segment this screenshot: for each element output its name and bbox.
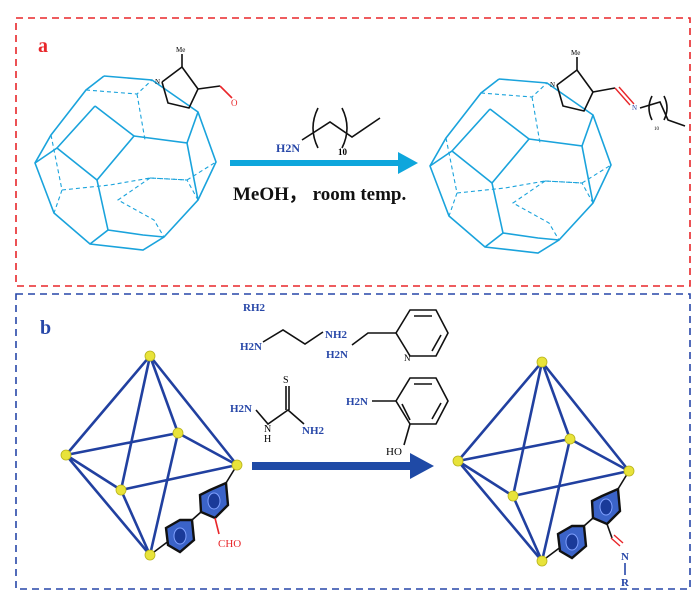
octahedral-cluster-left	[60, 350, 243, 561]
reaction-conditions: MeOH， room temp.	[233, 184, 406, 205]
thio-h: H	[264, 434, 271, 445]
aldehyde-o-label: O	[231, 98, 238, 108]
panel-b-border	[15, 293, 691, 590]
imine-r-label: R	[621, 577, 630, 589]
2-aminophenol: H2N HO	[346, 377, 449, 458]
imidazole-aldehyde-linker-left: Me N O	[155, 46, 238, 109]
thio-nh: N	[264, 424, 271, 435]
octahedral-cluster-right	[451, 355, 636, 568]
aminophenol-amine: H2N	[346, 396, 368, 408]
aldehyde-label: CHO	[218, 538, 241, 550]
panel-b: b RH2 H2N NH2 H2N N S H2N N H NH2	[15, 293, 691, 590]
thio-left-amine: H2N	[230, 403, 252, 415]
panel-a-border	[15, 17, 691, 287]
ethylenediamine-right-amine: NH2	[325, 329, 348, 341]
imine-n-label: N	[632, 104, 637, 112]
reaction-arrow-b	[252, 453, 434, 479]
panel-a-label: a	[38, 35, 48, 57]
picolylamine-amine: H2N	[326, 349, 348, 361]
thiosemicarbazide: S H2N N H NH2	[230, 375, 325, 445]
reagent-repeat-label: 10	[338, 147, 348, 157]
imine-n-label-b: N	[621, 551, 629, 563]
reagent-class-label: RH2	[243, 302, 266, 314]
truncated-octahedron-framework-left	[34, 75, 217, 251]
thio-right-amine: NH2	[302, 425, 325, 437]
methyl-label: Me	[176, 46, 185, 54]
panel-a: a Me N O H2N	[15, 17, 691, 287]
reagent-amine-label: H2N	[276, 141, 300, 155]
thio-s: S	[283, 375, 289, 386]
truncated-octahedron-framework-right	[429, 78, 612, 254]
reaction-arrow-a	[230, 152, 418, 174]
panel-b-label: b	[40, 317, 51, 339]
product-repeat-label: 10	[654, 127, 660, 132]
n-label: N	[155, 78, 160, 86]
aminophenol-hydroxyl: HO	[386, 446, 402, 458]
ethylenediamine: H2N NH2	[240, 329, 348, 353]
ethylenediamine-left-amine: H2N	[240, 341, 262, 353]
product-n-label: N	[550, 81, 555, 89]
product-methyl-label: Me	[571, 49, 580, 57]
imine-product-linker-right: Me N N 10	[550, 49, 686, 132]
pyridine-n: N	[404, 353, 411, 363]
2-picolylamine: H2N N	[326, 309, 449, 363]
dodecylamine-reagent: H2N 10	[276, 107, 381, 157]
